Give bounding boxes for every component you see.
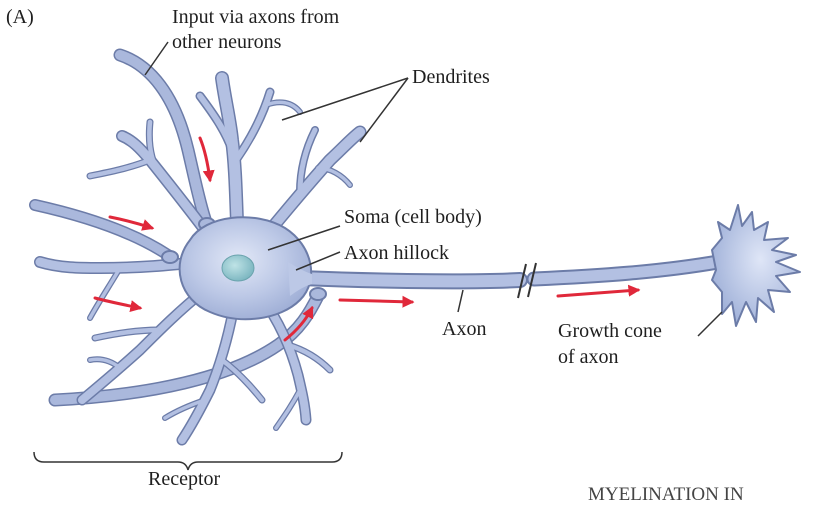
dendrites-label: Dendrites	[412, 66, 490, 89]
leader-input	[145, 42, 168, 75]
input-label-line1: Input via axons from	[172, 6, 339, 29]
leader-axon	[458, 290, 463, 312]
input-label-line2: other neurons	[172, 31, 281, 54]
nucleus	[222, 255, 254, 281]
input-axon-left	[35, 205, 168, 255]
leader-growth-cone	[698, 312, 722, 336]
signal-arrow-axon-2	[558, 290, 638, 296]
signal-arrow-axon-1	[340, 300, 412, 302]
panel-label: (A)	[6, 6, 34, 29]
growth-cone	[712, 205, 800, 326]
growth-cone-label-line2: of axon	[558, 346, 619, 369]
receptor-label: Receptor	[148, 468, 220, 491]
axon-hillock-label: Axon hillock	[344, 242, 449, 265]
growth-cone-label-line1: Growth cone	[558, 320, 662, 343]
axon-label: Axon	[442, 318, 486, 341]
leader-dendrites-a	[282, 78, 408, 120]
cut-off-heading: MYELINATION IN	[588, 483, 744, 506]
soma-label: Soma (cell body)	[344, 206, 482, 229]
signal-arrow-top	[200, 138, 210, 180]
leader-dendrites-b	[360, 78, 408, 142]
